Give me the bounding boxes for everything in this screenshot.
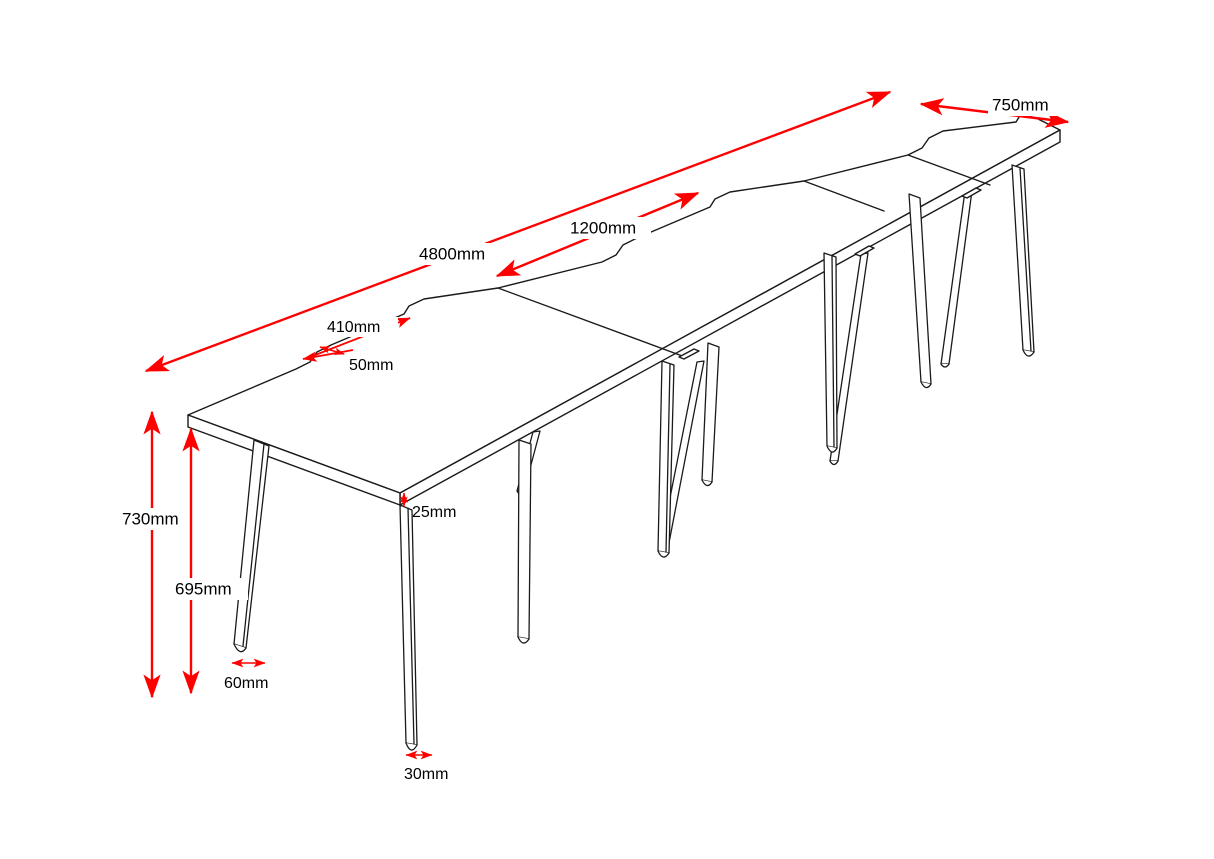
leg-front-6 <box>823 252 838 449</box>
desktop-top-surface <box>187 113 1061 494</box>
leg-front-1 <box>233 439 270 649</box>
leg-front-7-cap <box>920 381 932 389</box>
label-backdrop-4800 <box>413 243 499 265</box>
dimension-label-695: 695mm <box>175 579 232 598</box>
label-backdrop-1200 <box>565 217 651 239</box>
leg-rear-4 <box>940 182 974 365</box>
dimension-module-length: 1200mm <box>495 191 700 278</box>
dimension-overall-height: 730mm <box>118 410 194 699</box>
label-backdrop-695 <box>172 578 248 600</box>
dimension-label-730: 730mm <box>122 509 179 528</box>
leg-front-7 <box>908 193 932 385</box>
dimension-cutout-depth: 50mm <box>302 346 410 375</box>
dimension-label-1200: 1200mm <box>570 218 636 237</box>
leg-front-3 <box>517 439 532 640</box>
dimension-depth: 750mm <box>919 95 1070 128</box>
leg-front-4-inner <box>665 363 671 553</box>
dimension-label-50: 50mm <box>349 357 393 374</box>
dimension-label-60: 60mm <box>224 675 268 692</box>
leg-rear-4-cap <box>940 363 950 368</box>
leg-front-8-inner <box>1019 167 1032 352</box>
dimension-label-30: 30mm <box>404 766 448 783</box>
desk-assembly <box>187 113 1061 751</box>
leg-front-1-cap <box>233 643 247 653</box>
label-backdrop-730 <box>118 508 194 530</box>
dimension-leg-foot-width: 30mm <box>404 750 448 783</box>
leg-rear-3-cap <box>829 460 839 466</box>
dimension-leg-top-width: 60mm <box>224 658 268 692</box>
leg-front-6-cap <box>826 445 838 453</box>
dimension-underside-height: 695mm <box>172 427 248 695</box>
label-backdrop-410 <box>324 317 398 337</box>
leg-front-5 <box>701 342 720 483</box>
dimension-top-thickness: 25mm <box>400 492 456 521</box>
dimension-label-25: 25mm <box>412 504 456 521</box>
leg-front-2-inner <box>407 507 415 745</box>
leg-front-8 <box>1011 164 1035 353</box>
label-backdrop-750 <box>988 95 1058 116</box>
dimension-label-410: 410mm <box>327 319 380 336</box>
leg-front-2-cap <box>405 742 418 751</box>
dimension-label-4800: 4800mm <box>419 244 485 263</box>
module-seam-3 <box>907 154 991 186</box>
label-backdrop-50 <box>346 355 410 375</box>
dimension-line-50-short <box>319 346 345 355</box>
leg-front-3-cap <box>517 636 530 644</box>
connector-bracket-3 <box>961 187 982 199</box>
dimension-label-750: 750mm <box>992 95 1049 114</box>
leg-front-1-inner <box>242 443 265 647</box>
leg-front-5-cap <box>701 479 713 487</box>
